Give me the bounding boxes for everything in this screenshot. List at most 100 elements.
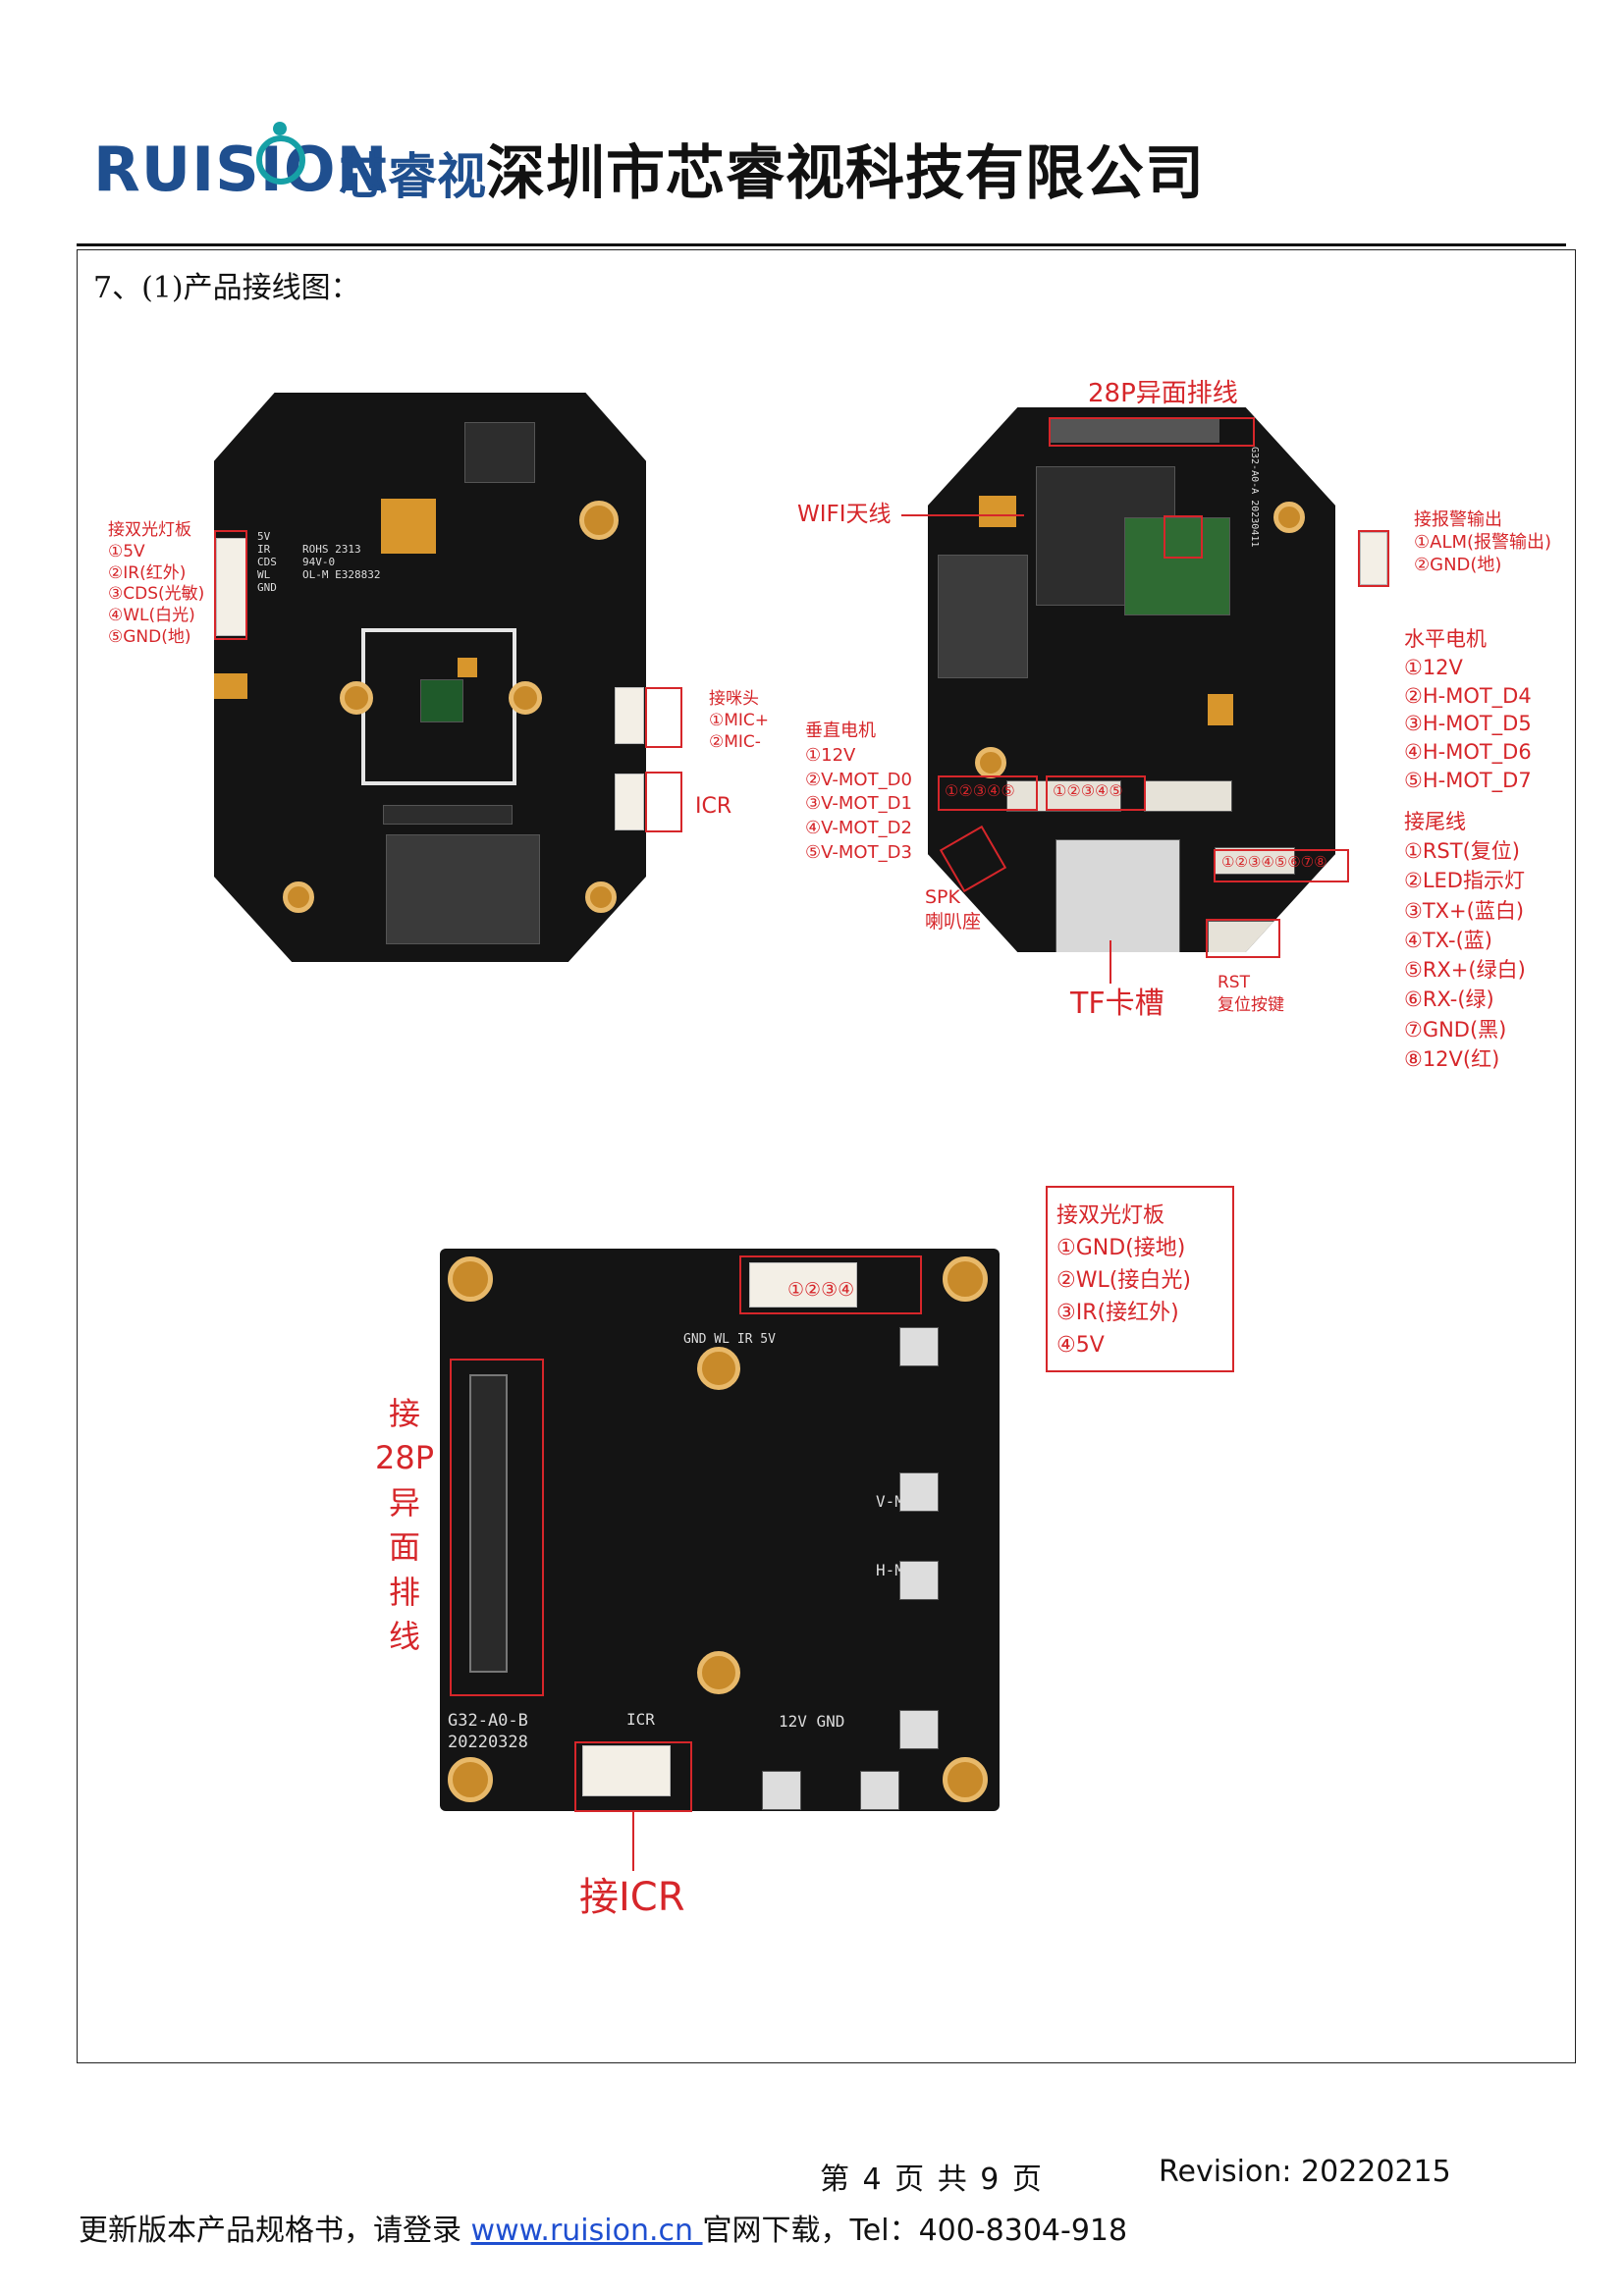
mount-hole bbox=[340, 681, 373, 715]
logo-ring-icon bbox=[256, 135, 305, 185]
mount-hole bbox=[283, 881, 314, 913]
v-motor-connector-nums: ①②③④⑤ bbox=[945, 781, 1015, 800]
wifi-module bbox=[1124, 517, 1230, 615]
motor-pad bbox=[899, 1710, 939, 1749]
fpc-socket bbox=[383, 805, 513, 825]
mount-hole bbox=[943, 1757, 988, 1802]
website-link[interactable]: www.ruision.cn bbox=[470, 2214, 703, 2248]
silk-pins: GND WL IR 5V bbox=[683, 1332, 776, 1347]
heatsink bbox=[938, 555, 1028, 678]
mount-hole bbox=[579, 501, 619, 540]
icr-connector bbox=[582, 1745, 671, 1796]
motor-pad bbox=[899, 1561, 939, 1600]
board3-dual-light-label: 接双光灯板 ①GND(接地) ②WL(接白光) ③IR(接红外) ④5V bbox=[1056, 1203, 1191, 1358]
motor-pad bbox=[899, 1327, 939, 1366]
silk-board-id: G32-A0-A 20230411 bbox=[1249, 447, 1260, 548]
tail-connector-nums: ①②③④⑤⑥⑦⑧ bbox=[1221, 853, 1327, 871]
tf-leader-line bbox=[1110, 940, 1111, 984]
silk-vm: V-M bbox=[876, 1492, 904, 1511]
icr-leader-line bbox=[632, 1812, 634, 1871]
alarm-connector bbox=[1360, 532, 1387, 585]
icr-connector bbox=[615, 774, 644, 830]
wifi-antenna-highlight bbox=[1164, 515, 1203, 559]
fpc-28p-socket bbox=[1051, 419, 1219, 443]
spk-label: SPK 喇叭座 bbox=[925, 886, 982, 933]
rst-label: RST 复位按键 bbox=[1218, 973, 1284, 1015]
tail-label: 接尾线 ①RST(复位) ②LED指示灯 ③TX+(蓝白) ④TX-(蓝) ⑤R… bbox=[1404, 810, 1526, 1071]
tf-card-slot bbox=[1056, 839, 1180, 952]
mount-hole bbox=[448, 1757, 493, 1802]
mount-hole bbox=[448, 1256, 493, 1302]
silk-power: 12V GND bbox=[779, 1712, 845, 1731]
h-motor-connector-nums: ①②③④⑤ bbox=[1053, 781, 1123, 800]
logo-cn-text: 芯睿视 bbox=[339, 148, 486, 205]
h-motor-label: 水平电机 ①12V ②H-MOT_D4 ③H-MOT_D5 ④H-MOT_D6 … bbox=[1404, 627, 1532, 792]
mount-hole bbox=[585, 881, 617, 913]
v-motor-highlight bbox=[938, 775, 1038, 811]
power-pad bbox=[762, 1771, 801, 1810]
fpc-28p-highlight bbox=[1049, 417, 1255, 447]
mount-hole bbox=[943, 1256, 988, 1302]
v-motor-label: 垂直电机 ①12V ②V-MOT_D0 ③V-MOT_D1 ④V-MOT_D2 … bbox=[805, 721, 912, 864]
board3-fpc-highlight bbox=[450, 1359, 544, 1696]
image-sensor bbox=[420, 679, 463, 722]
icr-highlight bbox=[645, 772, 682, 832]
download-suffix: 官网下载，Tel：400-8304-918 bbox=[702, 2214, 1128, 2248]
section-title: 7、(1)产品接线图： bbox=[93, 271, 360, 305]
alarm-label: 接报警输出 ①ALM(报警输出) ②GND(地) bbox=[1414, 509, 1552, 576]
mount-hole bbox=[975, 747, 1006, 778]
wifi-leader-line bbox=[901, 514, 1024, 516]
gold-pad bbox=[979, 496, 1016, 527]
header-divider bbox=[77, 243, 1566, 246]
board3-dual-light-highlight bbox=[739, 1255, 922, 1314]
mount-hole bbox=[1273, 502, 1305, 533]
v-motor-connector bbox=[1006, 780, 1121, 812]
logo-text: RUISION bbox=[93, 133, 389, 205]
logo-dot-icon bbox=[273, 122, 287, 135]
fpc-28p-label: 28P异面排线 bbox=[1088, 379, 1238, 408]
silk-hm: H-M bbox=[876, 1561, 904, 1579]
page-number: 第 4 页 共 9 页 bbox=[820, 2163, 1044, 2197]
tail-highlight bbox=[1214, 849, 1349, 882]
board3-fpc-label: 接 28P 异 面 排 线 bbox=[374, 1395, 434, 1656]
board3-connector-nums: ①②③④ bbox=[787, 1279, 855, 1301]
motor-pad bbox=[899, 1472, 939, 1512]
pcb-motor-board: GND WL IR 5V V-M H-M ICR 12V GND G32-A0-… bbox=[440, 1249, 1000, 1811]
mount-hole bbox=[697, 1347, 740, 1390]
mic-highlight bbox=[645, 687, 682, 748]
board1-mic-label: 接咪头 ①MIC+ ②MIC- bbox=[709, 689, 770, 752]
dual-light-connector bbox=[216, 538, 247, 636]
h-motor-highlight bbox=[1046, 775, 1146, 811]
power-pad bbox=[860, 1771, 899, 1810]
flash-chip bbox=[464, 422, 535, 483]
h-motor-connector bbox=[1144, 780, 1232, 812]
mount-hole bbox=[509, 681, 542, 715]
board3-icr-label: 接ICR bbox=[579, 1875, 685, 1920]
pcb-board-back: G32-A0-A 20230411 bbox=[928, 407, 1335, 952]
board1-icr-label: ICR bbox=[695, 794, 732, 819]
board3-dual-light-box bbox=[1046, 1186, 1234, 1372]
dual-light-highlight bbox=[214, 530, 247, 640]
gold-pad-small bbox=[458, 658, 477, 677]
revision: Revision: 20220215 bbox=[1159, 2155, 1451, 2189]
mount-hole bbox=[697, 1651, 740, 1694]
fpc-28p-socket bbox=[469, 1374, 508, 1673]
board1-dual-light-label: 接双光灯板 ①5V ②IR(红外) ③CDS(光敏) ④WL(白光) ⑤GND(… bbox=[108, 520, 205, 647]
tf-slot bbox=[386, 834, 540, 944]
mic-connector bbox=[615, 687, 644, 744]
gold-pad bbox=[381, 499, 436, 554]
alarm-highlight bbox=[1358, 530, 1389, 587]
company-name: 深圳市芯睿视科技有限公司 bbox=[486, 139, 1205, 208]
rst-highlight bbox=[1206, 919, 1280, 958]
gold-pad-side bbox=[214, 673, 247, 699]
dual-light-connector bbox=[749, 1262, 857, 1308]
tail-connector bbox=[1215, 847, 1295, 875]
gold-pad-small bbox=[1208, 694, 1233, 725]
wifi-label: WIFI天线 bbox=[797, 502, 892, 527]
board3-icr-highlight bbox=[574, 1741, 692, 1812]
content-frame bbox=[77, 249, 1576, 2063]
